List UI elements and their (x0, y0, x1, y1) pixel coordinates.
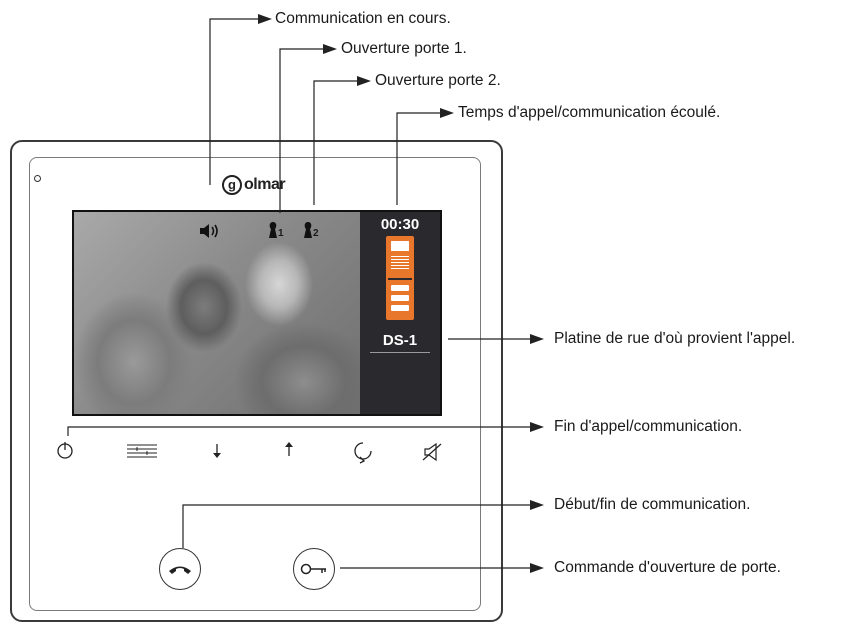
camera-image (74, 212, 360, 414)
video-screen: 00:30 DS-1 (72, 210, 442, 416)
label-end-call: Fin d'appel/communication. (554, 418, 743, 435)
door-2-icon: 2 (303, 221, 319, 239)
up-button[interactable] (282, 440, 296, 463)
handset-button[interactable] (159, 548, 201, 590)
refresh-button[interactable] (352, 440, 374, 469)
label-start-end: Début/fin de communication. (554, 496, 751, 513)
brand-logo: g olmar (222, 173, 286, 197)
door-release-button[interactable] (293, 548, 335, 590)
refresh-icon (354, 442, 372, 464)
door-2-number: 2 (313, 228, 319, 239)
door-station-icon (386, 236, 414, 320)
label-station: Platine de rue d'où provient l'appel. (554, 330, 796, 347)
key-icon (300, 563, 326, 575)
arrow-down-icon (213, 444, 221, 458)
arrow-up-icon (285, 442, 293, 456)
power-icon (57, 442, 73, 459)
label-elapsed-time: Temps d'appel/communication écoulé. (458, 104, 721, 121)
mute-button[interactable] (422, 442, 442, 467)
station-name: DS-1 (382, 332, 418, 349)
power-button[interactable] (55, 440, 75, 465)
label-door-1: Ouverture porte 1. (341, 40, 467, 57)
label-communication: Communication en cours. (275, 10, 451, 27)
menu-icon (127, 444, 157, 458)
door-1-number: 1 (278, 228, 284, 239)
menu-button[interactable] (127, 443, 157, 464)
brand-logo-mark: g (222, 175, 242, 195)
status-led (34, 175, 41, 182)
call-timer: 00:30 (380, 216, 420, 233)
mute-icon (422, 442, 442, 462)
door-1-icon: 1 (268, 221, 284, 239)
station-underline (370, 352, 430, 353)
handset-icon (169, 566, 191, 574)
down-button[interactable] (210, 442, 224, 465)
call-info-panel: 00:30 DS-1 (360, 212, 440, 414)
brand-name: olmar (244, 176, 286, 193)
label-door-open: Commande d'ouverture de porte. (554, 559, 781, 576)
speaker-icon (198, 222, 220, 245)
label-door-2: Ouverture porte 2. (375, 72, 501, 89)
